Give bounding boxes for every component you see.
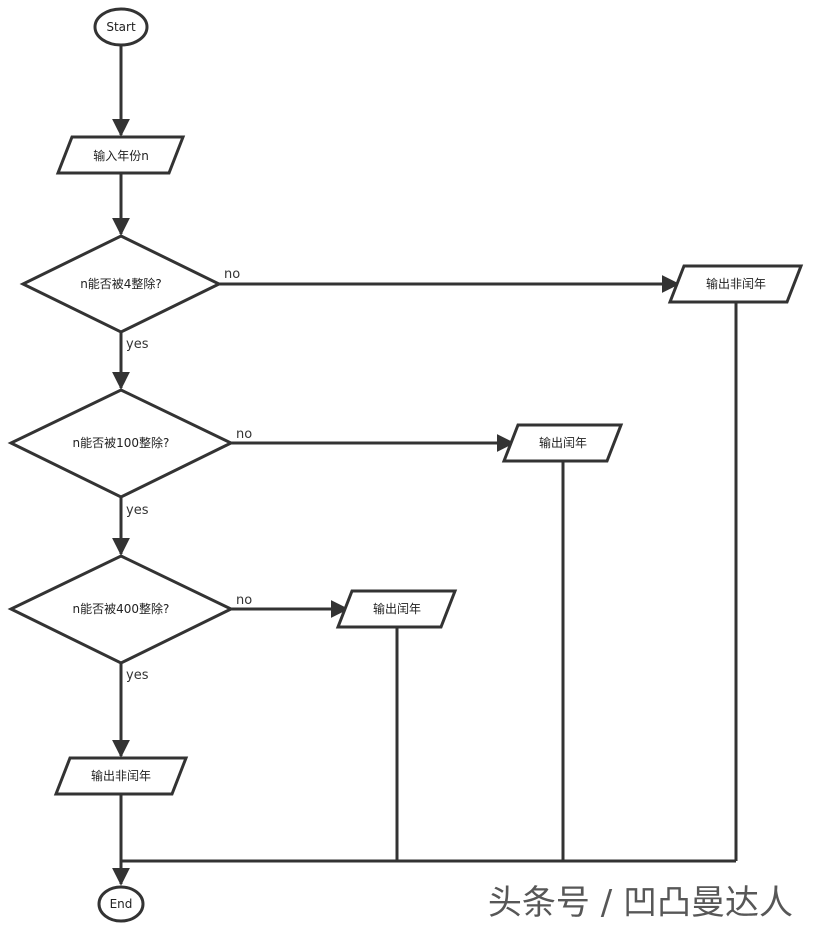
end-terminal [97,885,145,923]
decision-3-label: n能否被400整除? [73,601,170,616]
output-not-leap-right [667,264,804,304]
watermark-text: 头条号 / 凹凸曼达人 [488,883,793,923]
output-not-leap-bottom [53,756,189,796]
edge-yes-2-label: yes [126,503,149,518]
output-leap-left-label: 输出闰年 [373,601,421,616]
decision-2-label: n能否被100整除? [73,435,170,450]
decision-1 [19,234,223,334]
output-leap-mid [501,423,624,463]
edge-no-1-label: no [224,267,240,282]
output-leap-left [335,589,458,629]
start-label: Start [106,20,136,34]
output-leap-mid-label: 输出闰年 [539,435,587,450]
output-not-leap-bottom-label: 输出非闰年 [91,768,151,783]
edge-no-3-label: no [236,593,252,608]
edge-yes-1-label: yes [126,337,149,352]
output-not-leap-right-label: 输出非闰年 [706,276,766,291]
edge-no-2-label: no [236,427,252,442]
decision-2 [7,388,235,499]
input-node [55,135,186,175]
decision-1-label: n能否被4整除? [80,276,162,291]
start-terminal [93,7,149,47]
input-label: 输入年份n [93,148,149,163]
decision-3 [7,554,235,665]
end-label: End [110,897,133,911]
edge-yes-3-label: yes [126,668,149,683]
